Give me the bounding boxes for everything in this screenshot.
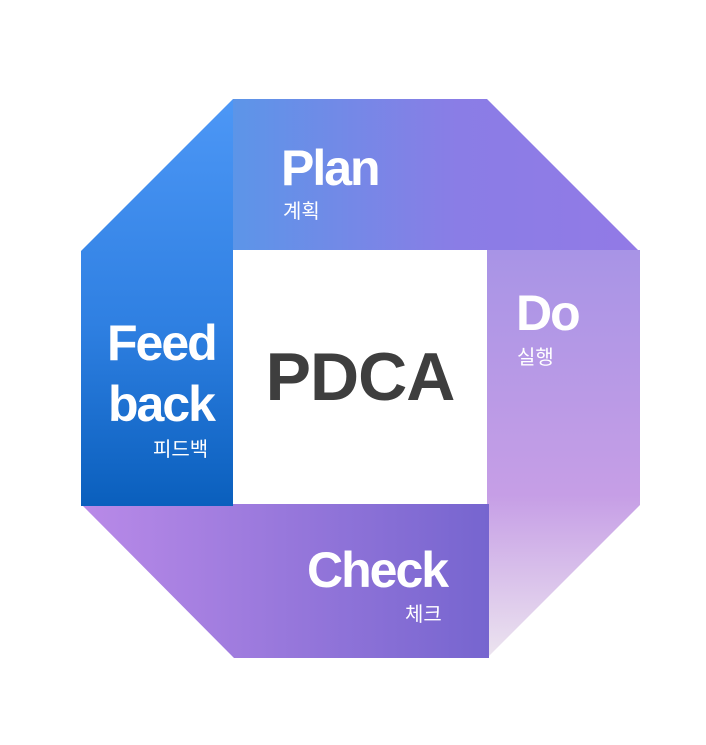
plan-segment bbox=[233, 99, 640, 252]
do-title: Do bbox=[516, 285, 581, 341]
plan-subtitle: 계획 bbox=[283, 199, 320, 223]
center-square bbox=[233, 250, 487, 504]
feedback-subtitle: 피드백 bbox=[153, 437, 209, 461]
check-subtitle: 체크 bbox=[405, 602, 442, 626]
feedback-title-line1: Feed bbox=[107, 315, 218, 371]
center-label: PDCA bbox=[265, 339, 456, 415]
check-segment bbox=[81, 504, 489, 658]
feedback-segment bbox=[81, 99, 233, 506]
do-subtitle: 실행 bbox=[517, 345, 554, 369]
do-segment bbox=[487, 250, 640, 658]
check-title: Check bbox=[307, 542, 449, 598]
feedback-title-line2: back bbox=[108, 376, 216, 432]
center-box: PDCA bbox=[233, 250, 487, 504]
plan-title: Plan bbox=[281, 140, 381, 196]
